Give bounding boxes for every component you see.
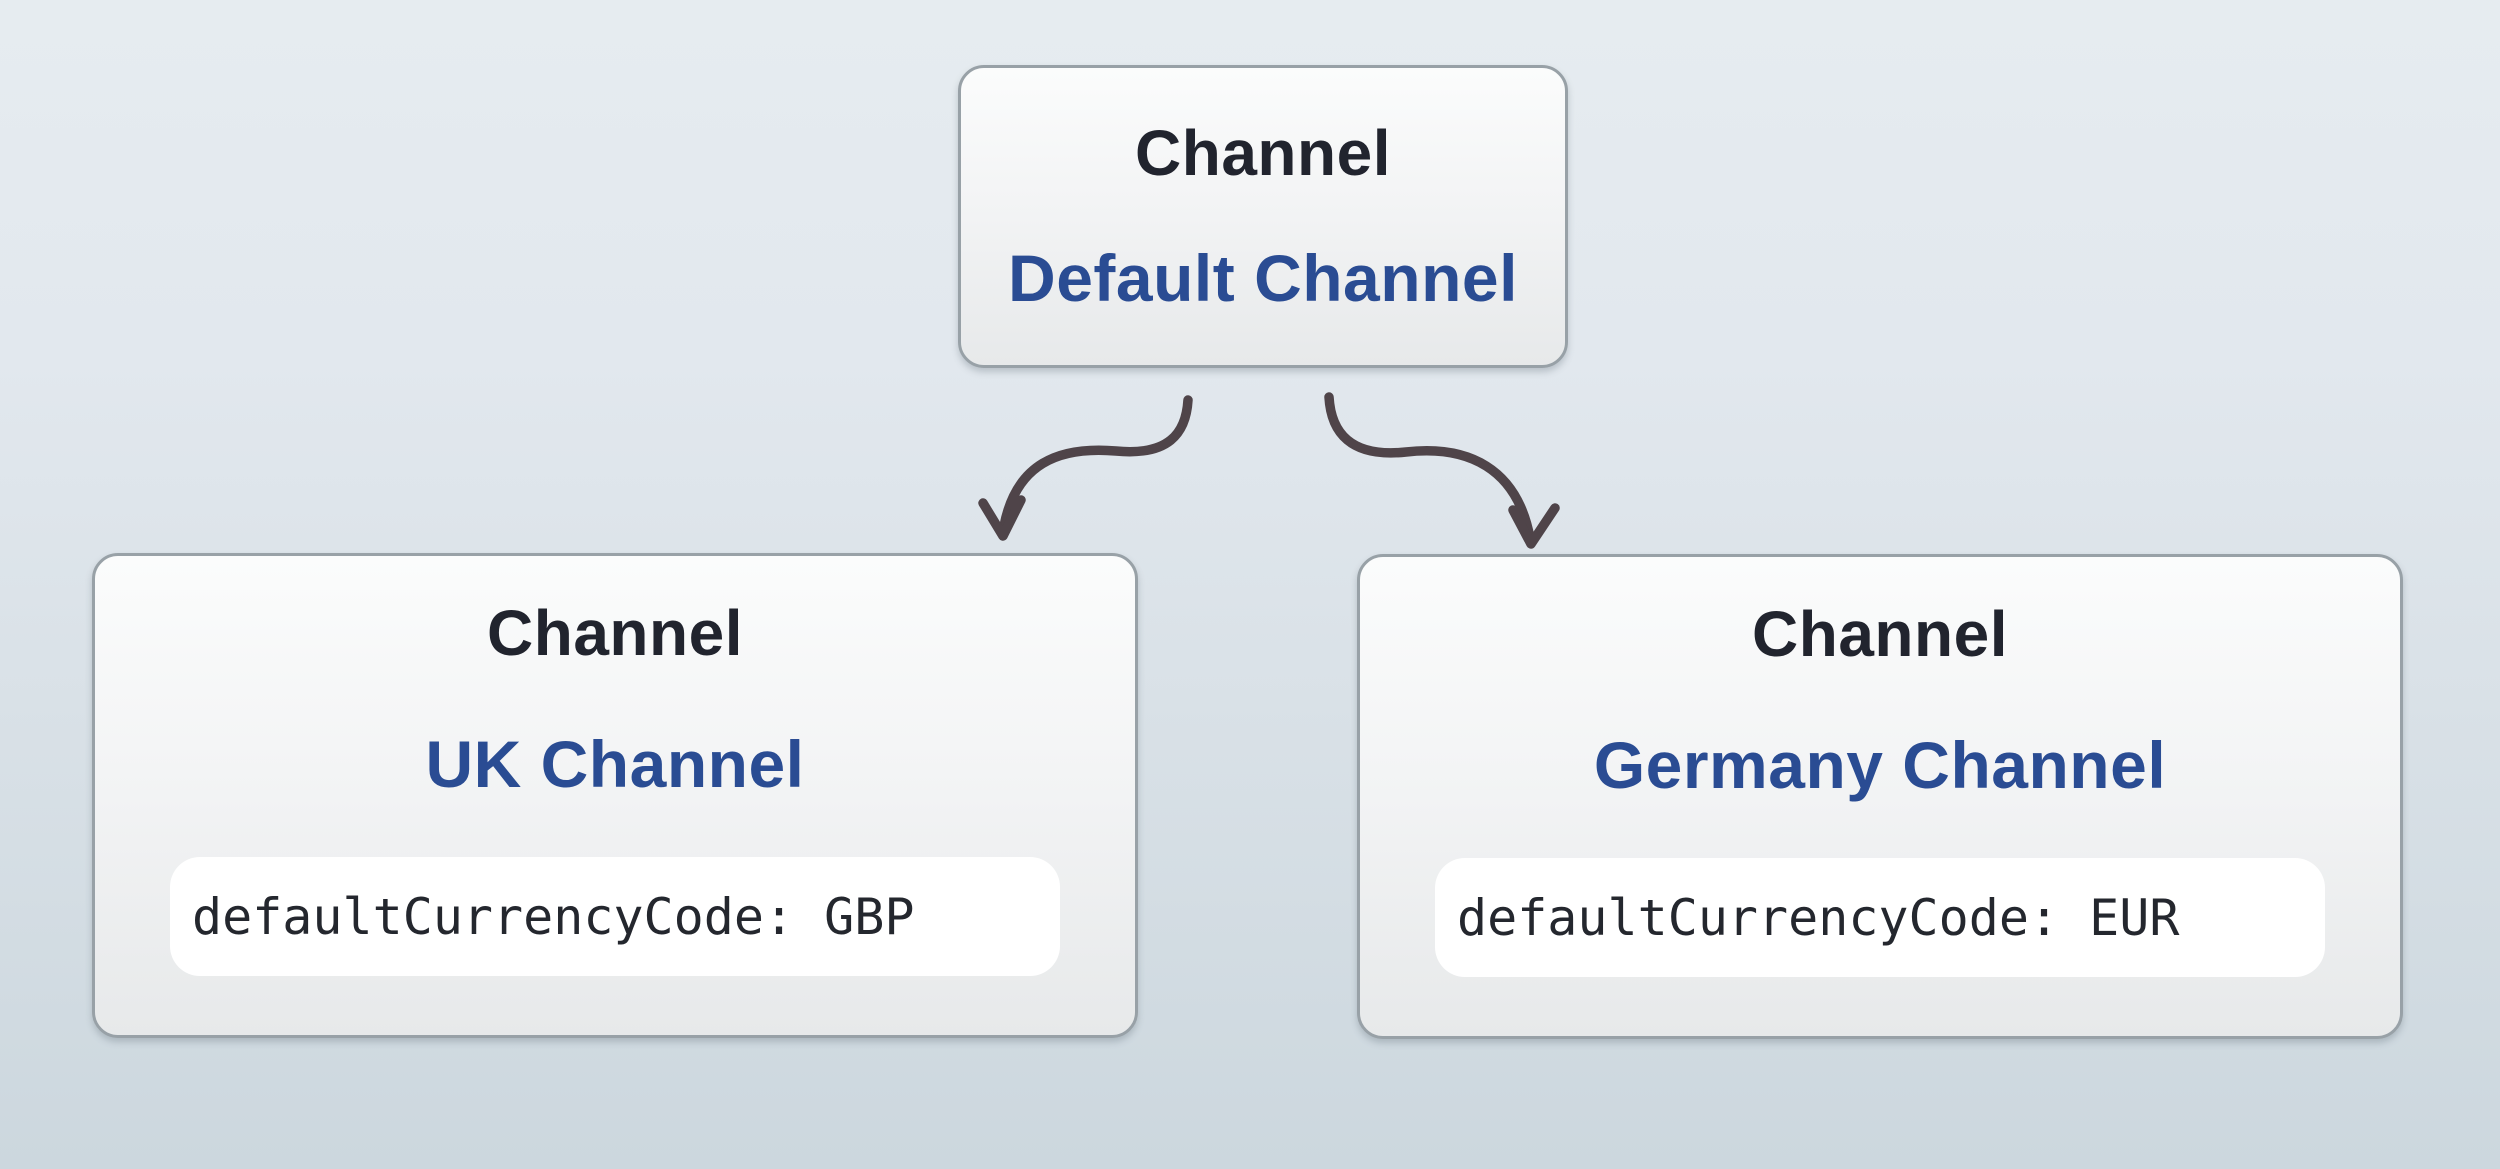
entity-label: Channel [487, 597, 743, 669]
node-default-channel: Channel Default Channel [958, 65, 1568, 368]
arrow-to-germany-curve [1324, 392, 1535, 543]
channel-name-label: Germany Channel [1593, 728, 2167, 802]
channel-name-label: Default Channel [1008, 241, 1518, 315]
default-currency-code-pill: defaultCurrencyCode: GBP [170, 857, 1060, 976]
arrow-to-uk-curve [999, 395, 1193, 531]
entity-label: Channel [1135, 117, 1391, 189]
arrow-to-germany-arrowhead-icon [1508, 503, 1560, 549]
entity-label: Channel [1752, 598, 2008, 670]
node-uk-channel: Channel UK Channel defaultCurrencyCode: … [92, 553, 1138, 1038]
channel-name-label: UK Channel [425, 727, 805, 801]
node-germany-channel: Channel Germany Channel defaultCurrencyC… [1357, 554, 2403, 1039]
arrow-to-uk-arrowhead-icon [978, 495, 1026, 541]
arrow-to-germany-channel [1324, 392, 1560, 549]
default-currency-code-pill: defaultCurrencyCode: EUR [1435, 858, 2325, 977]
arrow-to-uk-channel [978, 395, 1193, 541]
